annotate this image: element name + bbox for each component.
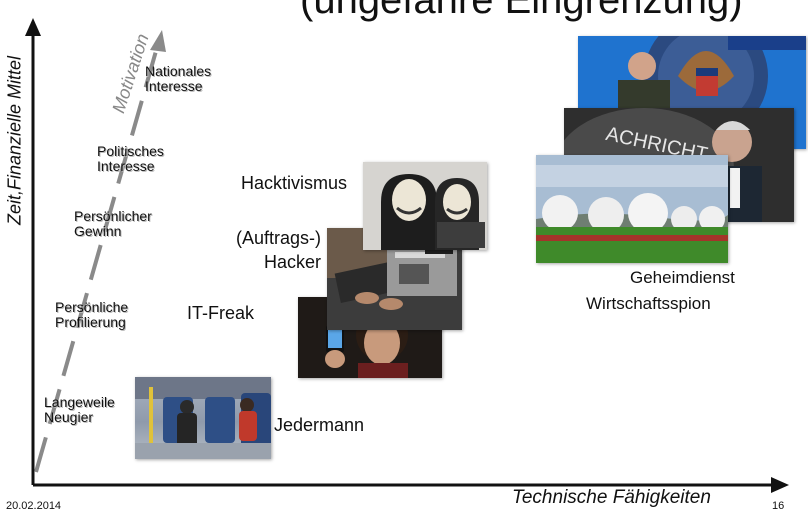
stage-politisch: Politisches Interesse [97, 144, 164, 174]
photo-train-passengers [135, 377, 271, 459]
motivation-arrow-line [34, 43, 160, 473]
actor-hacker-line2: Hacker [263, 252, 321, 272]
stage-line: Interesse [97, 158, 155, 174]
actor-it-freak: IT-Freak [187, 303, 255, 323]
stage-national: Nationales Interesse [145, 64, 211, 94]
train-interior-illustration [135, 377, 271, 459]
stage-line: Persönlicher [74, 208, 152, 224]
actor-hacker-line1: (Auftrags-) [235, 228, 321, 248]
stage-line: Langeweile [44, 394, 115, 410]
actor-wirtschaftsspion: Wirtschaftsspion [586, 294, 711, 313]
radome-field-illustration [536, 155, 728, 263]
actor-geheimdienst: Geheimdienst [630, 268, 735, 287]
actor-jedermann: Jedermann [274, 415, 365, 435]
stage-gewinn: Persönlicher Gewinn [74, 209, 152, 239]
photo-radomes [536, 155, 728, 263]
x-axis-label: Technische Fähigkeiten [512, 487, 711, 508]
stage-line: Nationales [145, 63, 212, 79]
stage-line: Politisches [97, 143, 164, 159]
x-axis-arrowhead [771, 477, 789, 493]
y-axis-arrowhead [25, 18, 41, 36]
anonymous-masks-illustration [363, 162, 487, 250]
stage-line: Profilierung [55, 314, 126, 330]
stage-langeweile: Langeweile Neugier [44, 395, 115, 425]
stage-line: Gewinn [74, 223, 122, 239]
stage-line: Persönliche [55, 299, 129, 315]
footer-date: 20.02.2014 [6, 500, 62, 512]
actor-hacker: (Auftrags-) Hacker [215, 226, 321, 274]
stage-profilierung: Persönliche Profilierung [55, 300, 128, 330]
motivation-arrowhead [150, 30, 166, 52]
page-number: 16 [772, 500, 785, 512]
stage-line: Neugier [44, 409, 94, 425]
photo-hacktivismus [363, 162, 487, 250]
actor-hacktivismus: Hacktivismus [241, 173, 348, 193]
slide-title: (ungefähre Eingrenzung) [300, 0, 743, 22]
y-axis-label: Zeit,Finanzielle Mittel [4, 55, 25, 226]
stage-line: Interesse [145, 78, 203, 94]
